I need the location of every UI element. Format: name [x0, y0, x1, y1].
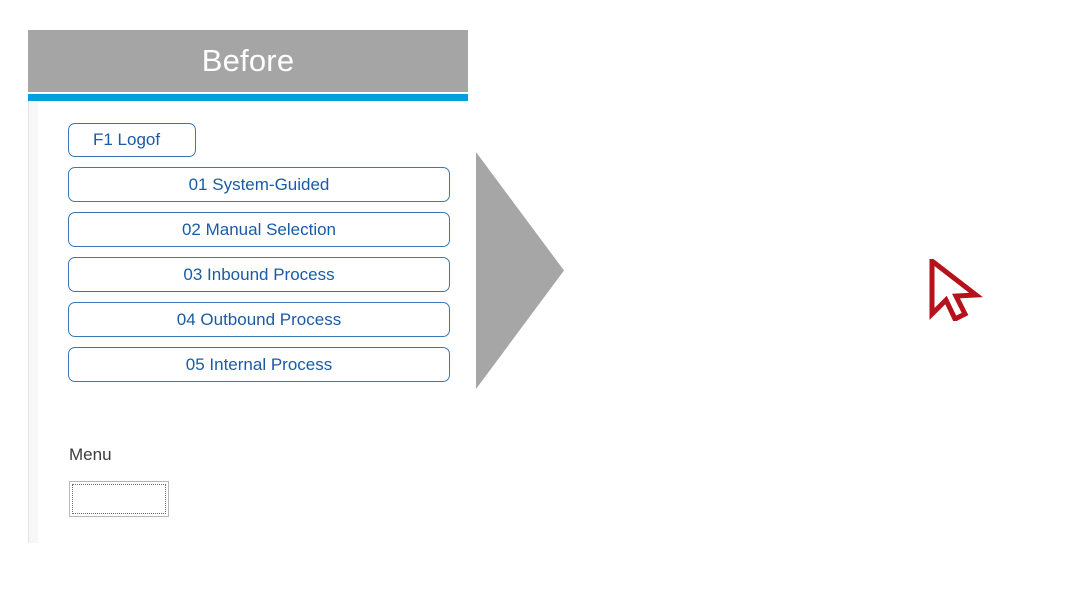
before-button-05-internal-process[interactable]: 05 Internal Process — [68, 347, 450, 382]
before-button-03-inbound-process[interactable]: 03 Inbound Process — [68, 257, 450, 292]
before-header-accent-bar — [28, 94, 468, 101]
before-menu-input[interactable] — [69, 481, 169, 517]
before-button-04-outbound-process[interactable]: 04 Outbound Process — [68, 302, 450, 337]
before-surface-left-edge — [28, 101, 38, 543]
after-panel: After applying Theme F1 Logof 01 System-… — [534, 0, 1068, 600]
before-button-02-manual-selection[interactable]: 02 Manual Selection — [68, 212, 450, 247]
right-arrow-icon — [476, 152, 564, 389]
before-panel: Before F1 Logof 01 System-Guided 02 Manu… — [28, 30, 468, 543]
before-header-title: Before — [28, 30, 468, 92]
before-button-01-system-guided[interactable]: 01 System-Guided — [68, 167, 450, 202]
before-menu-label: Menu — [69, 445, 112, 464]
before-menu-input-inner — [72, 484, 166, 514]
before-button-f1-logof[interactable]: F1 Logof — [68, 123, 196, 157]
